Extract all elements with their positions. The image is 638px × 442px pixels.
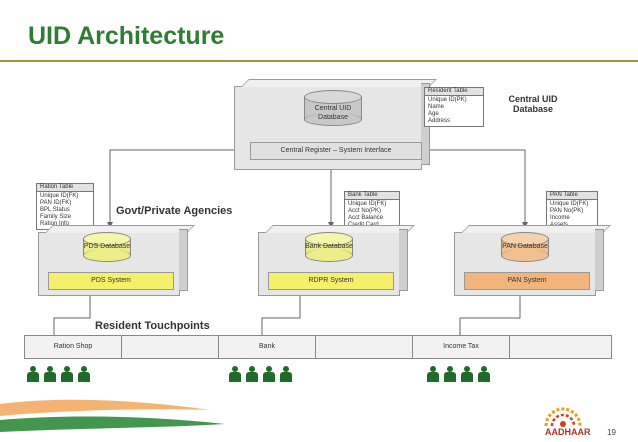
resident-table-row: Age (428, 111, 439, 117)
bank-db-label: Bank Database (305, 243, 353, 250)
pan-system-bar: PAN System (464, 272, 590, 290)
resident-person-icon (279, 366, 293, 382)
central-uid-db-label: Central UID Database (314, 105, 352, 121)
resident-person-icon (228, 366, 242, 382)
bank-table-header: Bank Table (345, 192, 399, 200)
touchpoint-empty (510, 336, 610, 358)
aadhaar-logo-text: AADHAAR (545, 427, 591, 437)
ration-table-header: Ration Table (37, 184, 93, 192)
touchpoint-ration-shop: Ration Shop (25, 336, 122, 358)
pds-db-label: PDS Database (83, 243, 131, 250)
ration-table: Ration Table Unique ID(FK) PAN ID(FK) BP… (36, 183, 94, 230)
resident-table-row: Unique ID(PK) (428, 97, 467, 103)
connector-bank-touchpoint (261, 290, 301, 335)
ration-table-row: Ration Info (40, 221, 70, 227)
central-uid-db-icon: Central UID Database (304, 90, 362, 126)
pan-table-row: PAN No(PK) (550, 208, 584, 214)
touchpoint-income-tax: Income Tax (413, 336, 510, 358)
connector-register-pan (420, 149, 526, 222)
ration-table-row: Unique ID(FK) (40, 193, 79, 199)
resident-table-row: Address (428, 118, 451, 124)
central-register-bar: Central Register – System Interface (250, 142, 422, 160)
connector-pds-touchpoint (53, 290, 91, 335)
rdpr-system-bar: RDPR System (268, 272, 394, 290)
pan-table-row: Unique ID(FK) (550, 201, 589, 207)
pan-table-header: PAN Table (547, 192, 597, 200)
resident-person-icon (77, 366, 91, 382)
bank-db-icon: Bank Database (305, 232, 353, 262)
page-title: UID Architecture (28, 22, 225, 50)
pan-table: PAN Table Unique ID(FK) PAN No(PK) Incom… (546, 191, 598, 231)
bank-table-row: Unique ID(FK) (348, 201, 387, 207)
touchpoint-bank: Bank (219, 336, 316, 358)
resident-person-icon (443, 366, 457, 382)
bank-table: Bank Table Unique ID(FK) Acct No(PK) Acc… (344, 191, 400, 231)
pan-db-icon: PAN Database (501, 232, 549, 262)
aadhaar-logo-icon (544, 407, 582, 427)
touchpoint-empty (316, 336, 413, 358)
resident-table: Resident Table Unique ID(PK) Name Age Ad… (424, 87, 484, 127)
resident-person-icon (426, 366, 440, 382)
central-uid-title: Central UID Database (508, 94, 558, 114)
resident-table-header: Resident Table (425, 88, 483, 96)
resident-person-icon (262, 366, 276, 382)
bank-table-row: Acct Balance (348, 215, 384, 221)
pan-db-label: PAN Database (502, 243, 548, 250)
ration-table-row: BPL Status (40, 207, 70, 213)
connector-register-pds (109, 149, 250, 222)
resident-person-icon (43, 366, 57, 382)
touchpoints-bar: Ration Shop Bank Income Tax (24, 335, 612, 359)
pds-db-icon: PDS Database (83, 232, 131, 262)
bank-table-row: Acct No(PK) (348, 208, 382, 214)
flag-swoosh-decoration (0, 399, 225, 432)
resident-person-icon (245, 366, 259, 382)
resident-person-icon (60, 366, 74, 382)
resident-person-icon (26, 366, 40, 382)
connector-pan-touchpoint (459, 290, 521, 335)
agencies-label: Govt/Private Agencies (116, 205, 233, 217)
touchpoint-empty (122, 336, 219, 358)
pds-system-bar: PDS System (48, 272, 174, 290)
resident-person-icon (477, 366, 491, 382)
touchpoints-label: Resident Touchpoints (95, 320, 210, 332)
ration-table-row: PAN ID(FK) (40, 200, 72, 206)
pan-table-row: Income (550, 215, 570, 221)
ration-table-row: Family Size (40, 214, 72, 220)
page-number: 19 (607, 428, 616, 437)
resident-table-row: Name (428, 104, 445, 110)
title-divider (0, 60, 638, 62)
resident-person-icon (460, 366, 474, 382)
